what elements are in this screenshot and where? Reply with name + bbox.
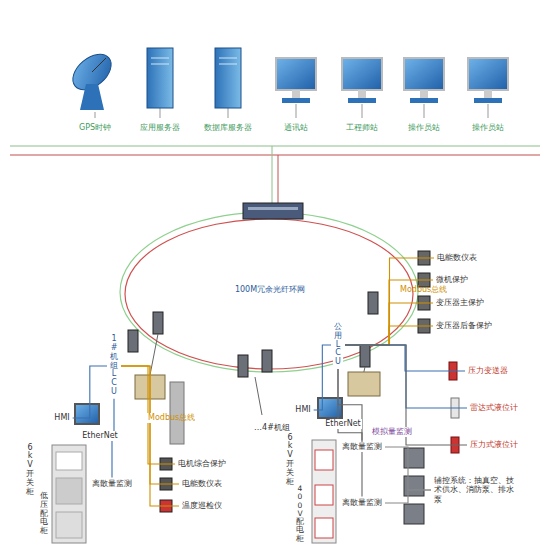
unit-label: …4#机组 (253, 423, 291, 432)
relay-icon (418, 251, 430, 333)
connector (338, 369, 362, 496)
connector (345, 280, 433, 345)
core-switch (243, 203, 303, 219)
device-label: 辅控系统：抽真空、技术供水、消防泵、排水泵 (433, 476, 515, 504)
sensor-label: 雷达式液位计 (469, 403, 519, 412)
connector (73, 366, 107, 418)
connector (338, 369, 362, 440)
hmi-screen (75, 404, 99, 424)
fiber-ring (120, 212, 418, 372)
lcu-label: 1#机组LCU (109, 335, 119, 397)
device-label: 温度巡检仪 (181, 501, 223, 510)
connector (314, 345, 331, 410)
fiber-ring (125, 219, 413, 369)
device-label: 离散量监测 (341, 498, 383, 507)
bus-line (10, 154, 540, 155)
node-text: 操作员站 (471, 123, 505, 132)
workstation (276, 58, 508, 103)
device-label: 离散量监测 (341, 442, 383, 451)
switchgear (52, 445, 86, 543)
node-text: 离散量监测 (91, 479, 133, 488)
connector (385, 490, 431, 503)
lcu-label: 公用LCU (333, 323, 343, 367)
node-text: 变压器后备保护 (435, 321, 493, 330)
device-label: 变压器主保护 (435, 298, 485, 307)
station-label: 工程师站 (345, 123, 379, 132)
connector (345, 345, 465, 371)
cabinet-label: 低压配电柜 (39, 492, 49, 536)
drop-lines (95, 104, 488, 205)
device-label: 电机综合保护 (177, 459, 227, 468)
device-label: 变压器后备保护 (435, 321, 493, 330)
device-label: 微机保护 (435, 275, 469, 284)
hmi-label: HMI (53, 413, 70, 422)
station-label: GPS时钟 (78, 123, 112, 132)
connector (121, 366, 175, 464)
meter-icon (160, 458, 172, 512)
node-text: 雷达式液位计 (469, 403, 519, 412)
bus-label: Modbus总线 (399, 285, 409, 294)
node-text: 应用服务器 (139, 123, 181, 132)
station-label: 应用服务器 (139, 123, 181, 132)
node-text: 微机保护 (435, 275, 469, 284)
station-label: 通讯站 (283, 123, 309, 132)
station-label: 操作员站 (471, 123, 505, 132)
node-text: 离散量监测 (341, 498, 383, 507)
node-text: 电能数仪表 (436, 253, 478, 262)
ring-label: 100M冗余光纤环网 (234, 285, 306, 294)
node-text: 压力式液位计 (469, 440, 519, 449)
gps-dish (66, 47, 118, 110)
node-text: HMI (294, 405, 311, 414)
cabinet-label: 6kV开关柜 (285, 434, 295, 487)
node-text: …4#机组 (253, 423, 291, 432)
node-text: HMI (53, 413, 70, 422)
sensor-label: 压力变送器 (467, 366, 509, 375)
ring-switch (128, 292, 378, 377)
cabinet-label: 6kV开关柜 (25, 444, 35, 497)
device-label: 电能数仪表 (436, 253, 478, 262)
connector (345, 258, 434, 345)
network-label: EtherNet (81, 431, 119, 440)
node-text: 数据库服务器 (203, 123, 253, 132)
node-text: 温度巡检仪 (181, 501, 223, 510)
node-text: 操作员站 (407, 123, 441, 132)
station-label: 数据库服务器 (203, 123, 253, 132)
node-text: 压力变送器 (467, 366, 509, 375)
node-text: 变压器主保护 (435, 298, 485, 307)
node-text: 工程师站 (345, 123, 379, 132)
node-text: 电机综合保护 (177, 459, 227, 468)
connector (345, 326, 433, 345)
bus-label: Modbus总线 (147, 413, 157, 422)
sensor-label: 压力式液位计 (469, 440, 519, 449)
plc-rack (348, 372, 380, 396)
hmi-label: HMI (294, 405, 311, 414)
connector (345, 345, 467, 445)
signal-label: 模拟量监测 (371, 427, 413, 436)
network-label: EtherNet (324, 419, 362, 428)
node-text: 电能数仪表 (181, 479, 223, 488)
connector (345, 303, 433, 345)
cabinet-label: 400V配电柜 (295, 485, 305, 543)
node-text: 6kV开关柜 (25, 444, 35, 497)
server (147, 48, 241, 108)
node-text: 离散量监测 (341, 442, 383, 451)
node-text: 公用LCU (333, 323, 343, 367)
bus-line (10, 145, 540, 146)
node-text: GPS时钟 (78, 123, 112, 132)
device-label: 电能数仪表 (181, 479, 223, 488)
device-label: 离散量监测 (91, 479, 133, 488)
node-text: 通讯站 (283, 123, 309, 132)
cabinet (170, 382, 184, 444)
connector (385, 447, 431, 490)
node-text: 低压配电柜 (39, 492, 49, 536)
switchgear (312, 440, 336, 543)
node-text: 1#机组LCU (109, 335, 119, 397)
node-text: 6kV开关柜 (285, 434, 295, 487)
station-label: 操作员站 (407, 123, 441, 132)
pump-icon (404, 448, 424, 524)
node-text: 辅控系统：抽真空、技术供水、消防泵、排水泵 (433, 476, 515, 504)
node-text: 400V配电柜 (295, 485, 305, 543)
